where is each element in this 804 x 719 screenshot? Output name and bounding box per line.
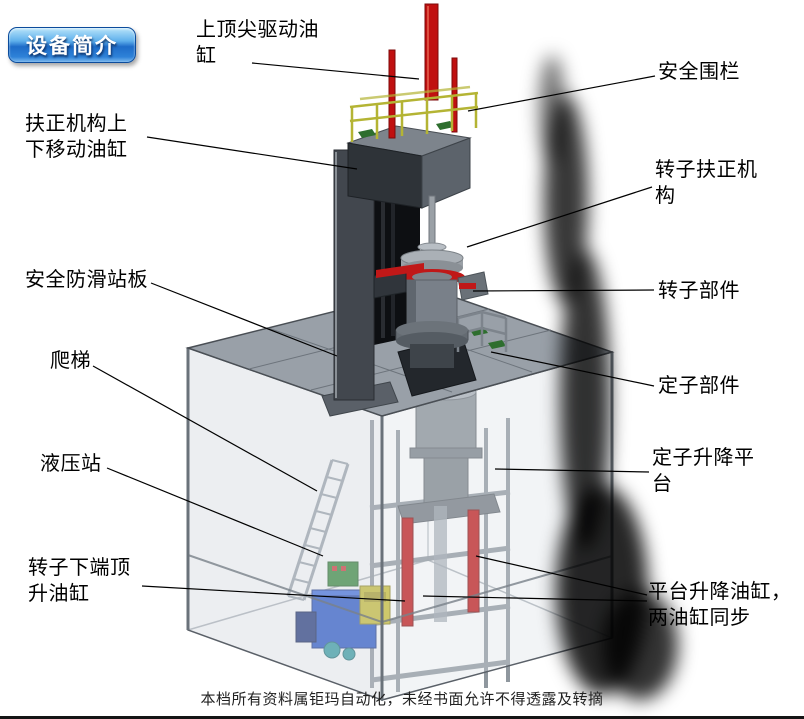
leader-stator-parts bbox=[490, 351, 655, 387]
callout-centering-cylinder: 扶正机构上 下移动油缸 bbox=[25, 111, 128, 161]
leader-rotor-jack-cylinder bbox=[141, 585, 406, 602]
leader-platform-lift-b bbox=[422, 595, 648, 602]
center-guide-rod bbox=[434, 506, 447, 622]
leader-ladder bbox=[92, 365, 318, 492]
leader-platform-lift-a bbox=[475, 555, 648, 596]
callout-stator-parts: 定子部件 bbox=[658, 373, 740, 397]
leader-lines bbox=[92, 62, 656, 602]
leader-stator-lift-platform bbox=[494, 468, 650, 473]
callout-rotor-centering: 转子扶正机 构 bbox=[655, 157, 758, 207]
callout-rotor-jack-cylinder: 转子下端顶 升油缸 bbox=[28, 555, 131, 605]
callout-rotor-parts: 转子部件 bbox=[658, 278, 740, 302]
title-badge-label: 设备简介 bbox=[26, 34, 118, 58]
shadow-smear bbox=[539, 55, 678, 700]
leader-centering-move-cylinder bbox=[146, 136, 358, 170]
title-badge: 设备简介 bbox=[8, 27, 136, 63]
leader-safety-fence bbox=[467, 75, 656, 112]
top-drive-cylinders bbox=[388, 3, 458, 139]
leader-anti-slip-platform bbox=[150, 282, 338, 357]
rotor-centering-mechanism-3d bbox=[373, 263, 489, 301]
callout-top-center-cylinder: 上顶尖驱动油 缸 bbox=[196, 17, 319, 67]
leader-hydraulic-station bbox=[106, 467, 324, 557]
safety-fence-3d bbox=[349, 85, 479, 142]
callout-hydraulic-station: 液压站 bbox=[40, 451, 102, 475]
confidentiality-note: 本档所有资料属钜玛自动化，未经书面允许不得透露及转摘 bbox=[200, 690, 604, 708]
hydraulic-station-3d bbox=[295, 561, 391, 661]
platform-lift-cylinders-3d bbox=[401, 509, 480, 627]
leader-rotor-parts bbox=[472, 289, 655, 292]
callout-safety-fence: 安全围栏 bbox=[658, 59, 740, 83]
enclosure-walls bbox=[186, 346, 614, 702]
callout-ladder: 爬梯 bbox=[50, 348, 91, 372]
callout-stator-lift-platform: 定子升降平 台 bbox=[652, 445, 755, 495]
callout-platform-lift-cylinders: 平台升降油缸， 两油缸同步 bbox=[648, 579, 792, 629]
column-assembly bbox=[321, 121, 472, 417]
leader-top-center-cylinder bbox=[251, 62, 420, 80]
callout-anti-slip-platform: 安全防滑站板 bbox=[25, 267, 148, 291]
leader-rotor-centering bbox=[466, 186, 653, 248]
ladder-3d bbox=[286, 459, 350, 601]
